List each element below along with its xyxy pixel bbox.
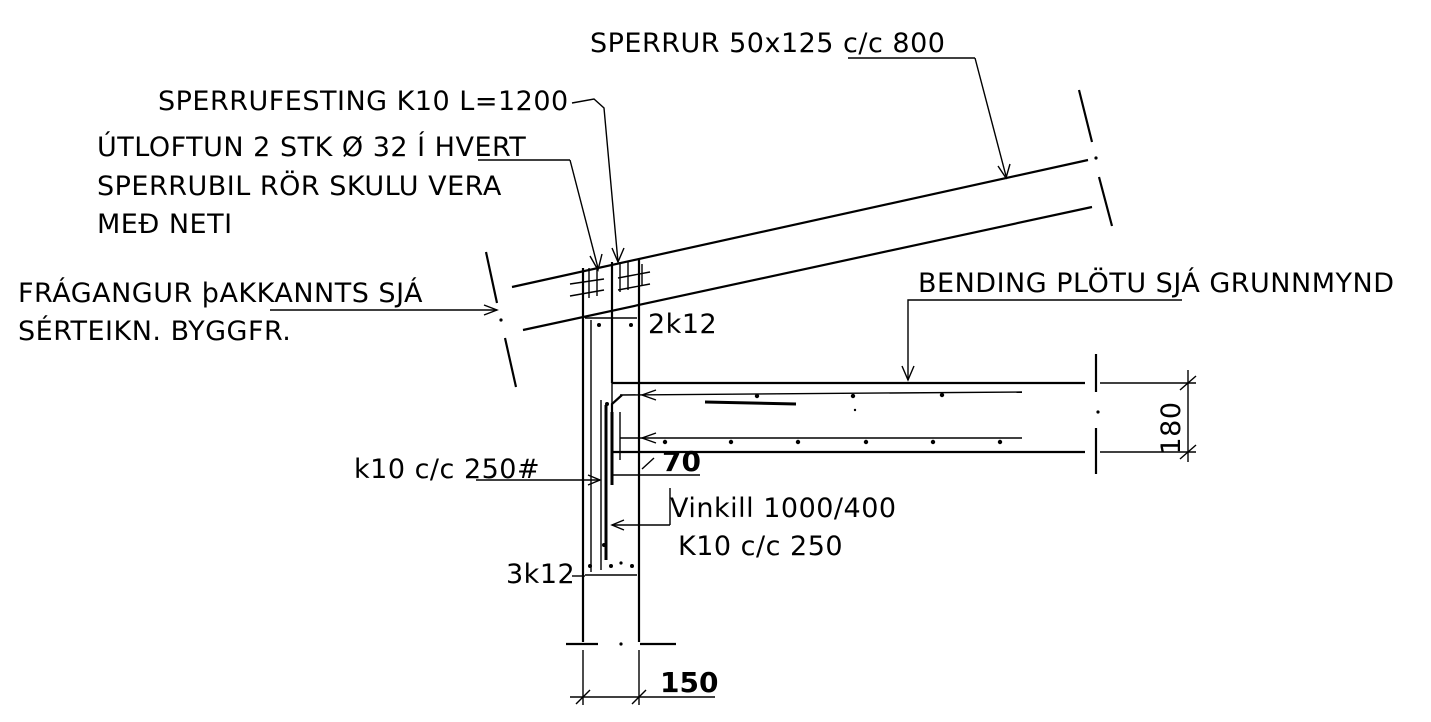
- label-eaves-line2: SÉRTEIKN. BYGGFR.: [18, 315, 291, 347]
- bar-dot: [629, 323, 633, 327]
- label-bottom-bars: 3k12: [506, 559, 575, 590]
- bar-dot: [588, 564, 592, 568]
- bar-dot: [662, 439, 668, 445]
- slab-top-bar-short: [704, 400, 797, 406]
- bar-dot: [619, 561, 623, 565]
- wall-break-lines: [566, 642, 676, 646]
- arrowhead: [589, 253, 603, 272]
- label-vent-line2: SPERRUBIL RÖR SKULU VERA: [97, 170, 502, 202]
- label-top-bars: 2k12: [648, 309, 717, 340]
- wall: [581, 258, 641, 642]
- dimension-corner: [612, 457, 700, 476]
- label-angle-line2: K10 c/c 250: [678, 531, 843, 562]
- dim-tick: [1179, 375, 1197, 391]
- bar-dot: [863, 439, 869, 445]
- fixing-hatch: [617, 271, 651, 279]
- bar-dot: [850, 393, 856, 399]
- dim-tick: [641, 457, 655, 470]
- dimension-wall: [570, 650, 715, 705]
- dim-slab-thickness: 180: [1156, 401, 1187, 454]
- break-dot: [1096, 410, 1100, 414]
- dim-tick: [575, 689, 591, 705]
- leader-rafters: [974, 57, 1007, 177]
- bar-dot: [602, 543, 606, 547]
- break-dot: [1094, 156, 1098, 160]
- break-line-right-top: [1077, 89, 1094, 143]
- bar-dot: [939, 392, 945, 398]
- label-stirrups: k10 c/c 250#: [354, 454, 540, 485]
- arrowhead: [997, 163, 1011, 180]
- slab-arrowheads: [639, 389, 657, 444]
- label-slab-reinforcement: BENDING PLÖTU SJÁ GRUNNMYND: [918, 267, 1394, 299]
- rafter-break-lines: [484, 89, 1114, 388]
- bar-dot: [609, 564, 613, 568]
- label-vent-line1: ÚTLOFTUN 2 STK Ø 32 Í HVERT: [97, 131, 526, 163]
- fixing-hatch: [569, 278, 605, 285]
- rafter-top-edge: [511, 158, 1089, 289]
- slab-top-reinforcement: [619, 391, 1023, 396]
- arrowhead: [639, 389, 657, 401]
- rafter: [511, 158, 1093, 332]
- leader-lines: [270, 57, 1182, 577]
- dimension-slab: [1100, 370, 1197, 462]
- angle-bars: [600, 394, 623, 570]
- bar-dot: [853, 408, 857, 412]
- leader-rafter-fixing: [571, 98, 619, 263]
- arrowhead: [611, 247, 625, 264]
- leader-vent: [569, 159, 599, 269]
- break-line-left-bottom: [503, 337, 518, 388]
- dim-tick: [1179, 444, 1197, 460]
- label-rafter-fixing: SPERRUFESTING K10 L=1200: [158, 86, 569, 117]
- bar-dot: [930, 439, 936, 445]
- label-rafters: SPERRUR 50x125 c/c 800: [590, 28, 945, 59]
- label-eaves-line1: FRÁGANGUR þAKKANNTS SJÁ: [18, 277, 423, 309]
- wall-bar-dots: [588, 323, 634, 568]
- rafter-fixing-bars: [569, 262, 651, 298]
- slab-bar-dots: [662, 392, 1003, 445]
- break-line-right-bottom: [1097, 176, 1114, 227]
- bar-dot: [728, 439, 734, 445]
- rafter-bottom-edge: [522, 205, 1093, 332]
- break-dot: [619, 642, 623, 646]
- arrowhead: [483, 304, 499, 316]
- angle-bend: [610, 394, 623, 418]
- bar-dot: [605, 402, 609, 406]
- bar-dot: [795, 439, 801, 445]
- bar-dot: [597, 323, 601, 327]
- arrowhead: [587, 474, 602, 486]
- arrowhead: [639, 432, 657, 444]
- leader-slab-reinforcement: [907, 299, 1182, 380]
- fixing-hatch: [617, 283, 651, 291]
- break-line-left-top: [484, 251, 499, 304]
- bar-dot: [754, 393, 760, 399]
- bar-dot: [997, 439, 1003, 445]
- dim-tick: [631, 689, 647, 705]
- arrowhead: [610, 519, 625, 531]
- bar-dot: [630, 564, 634, 568]
- break-dot: [499, 318, 503, 322]
- label-vent-line3: MEÐ NETI: [97, 209, 233, 240]
- dim-wall-thickness: 150: [660, 666, 718, 699]
- fixing-hatch: [569, 289, 605, 297]
- arrowhead: [901, 365, 915, 382]
- dim-corner-offset: 70: [662, 445, 701, 478]
- label-angle-line1: Vinkill 1000/400: [670, 493, 897, 524]
